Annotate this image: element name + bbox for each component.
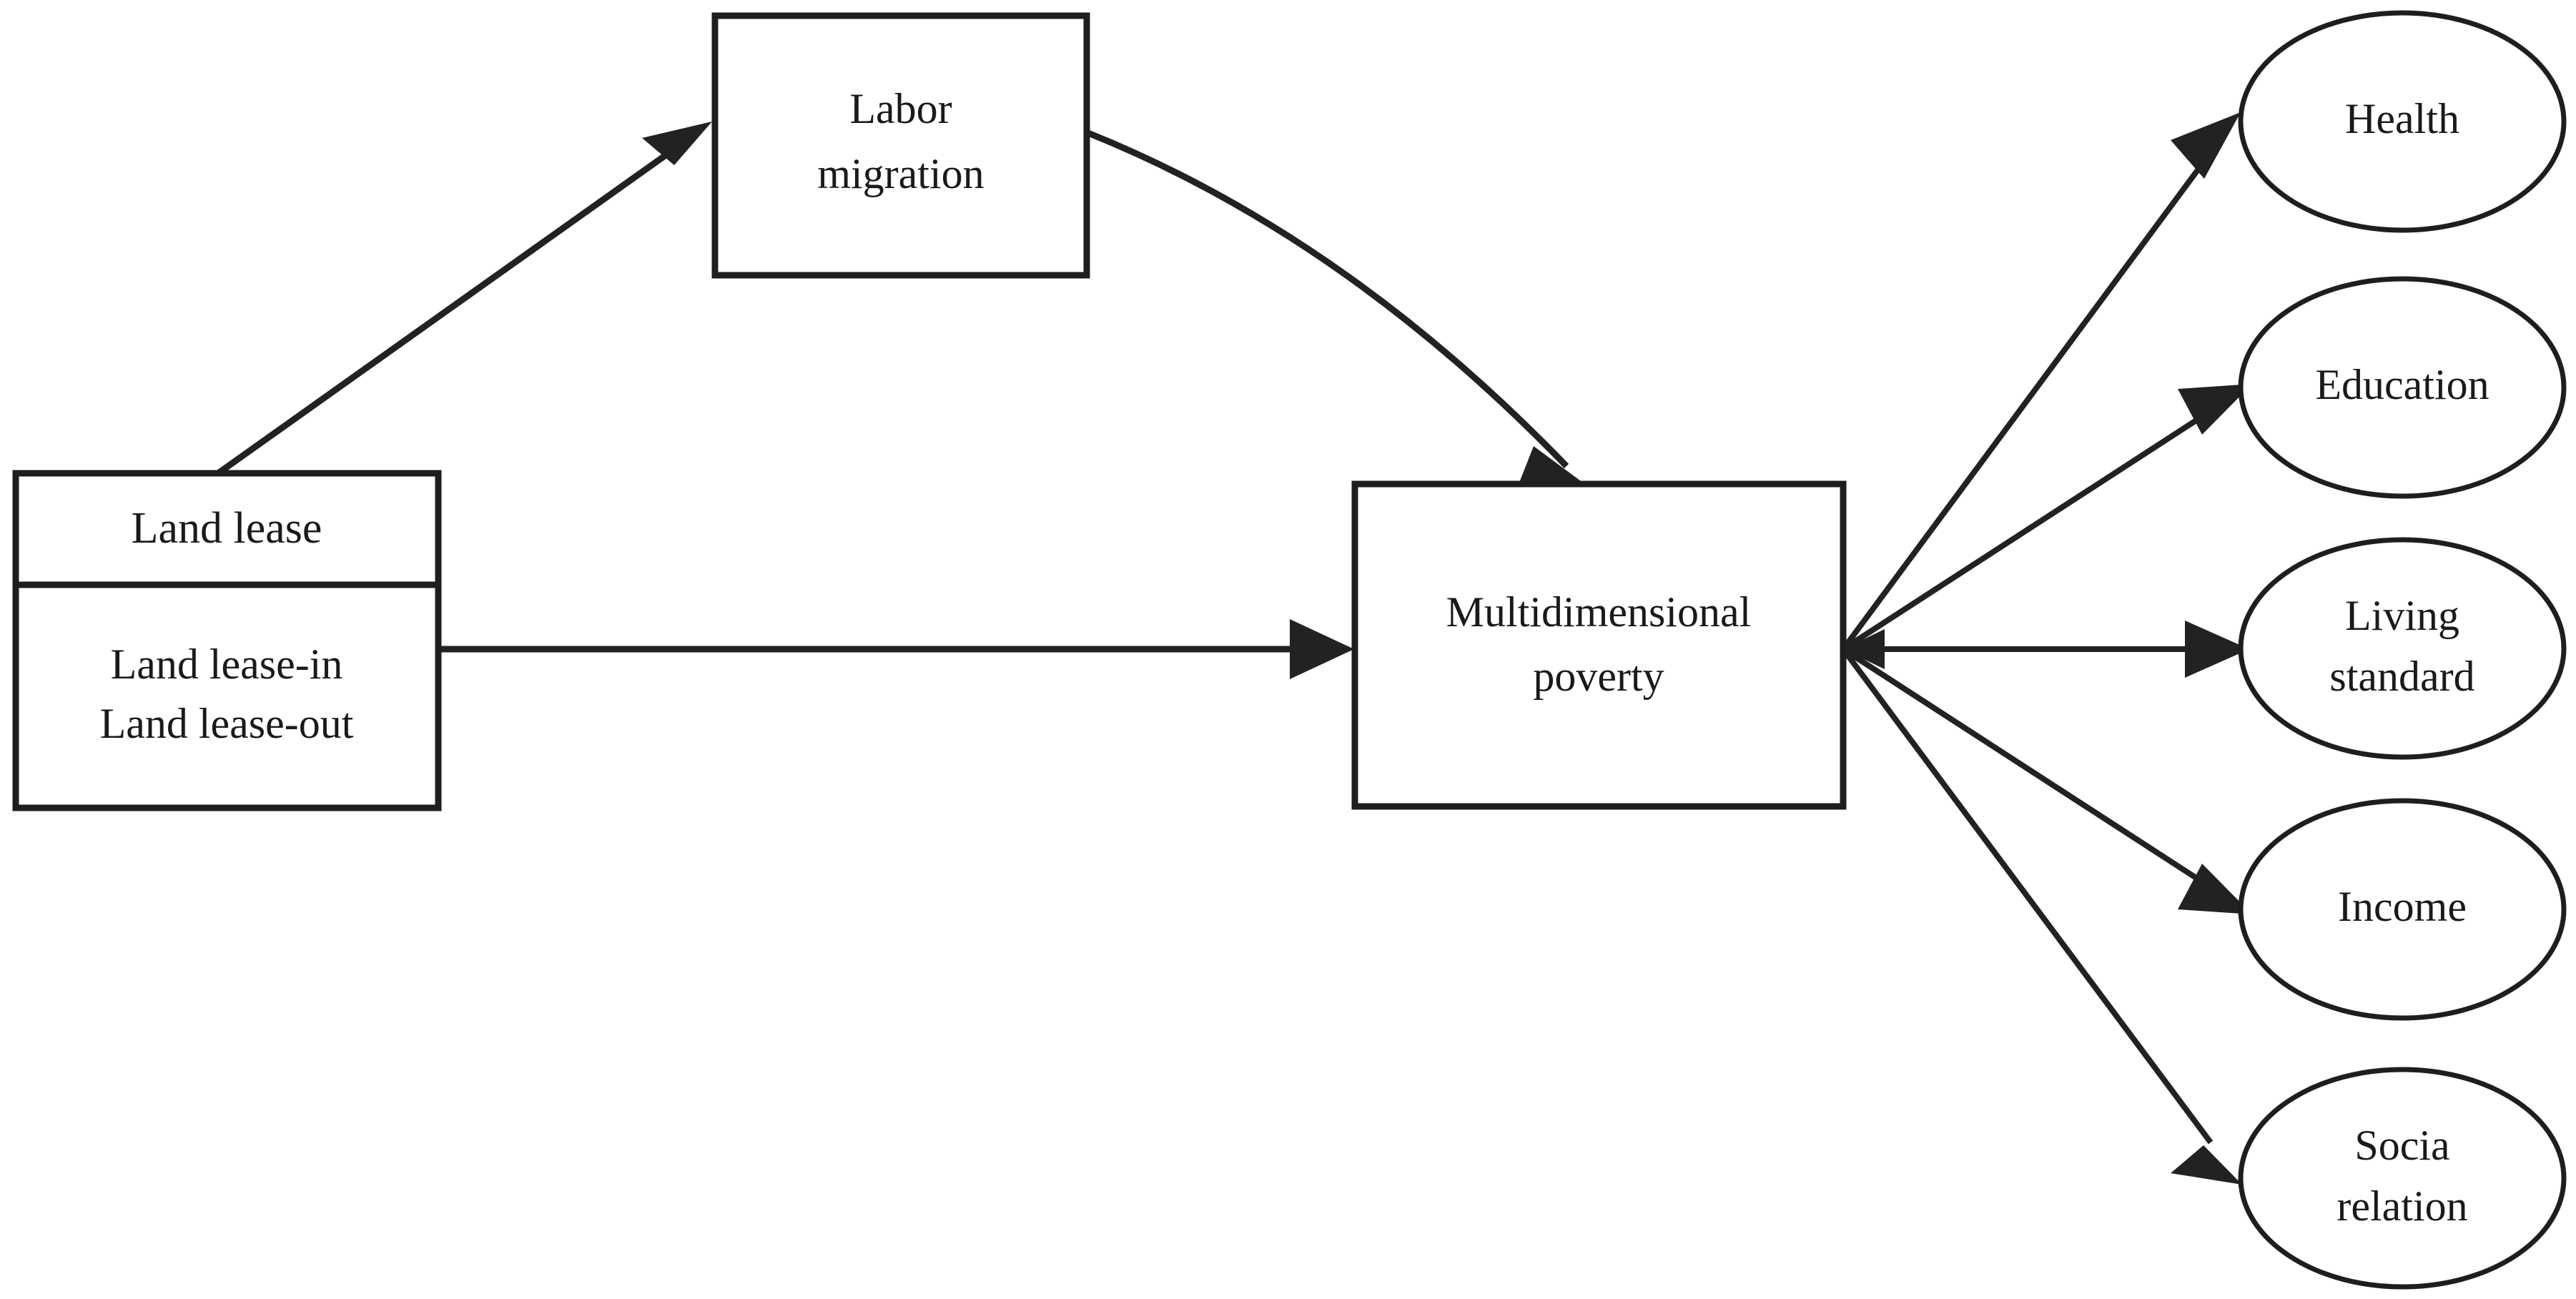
node-outcome-health-line-1: Health [2345, 95, 2459, 142]
node-labor-migration[interactable]: Labor migration [711, 12, 1090, 279]
edge-land-lease-to-multidimensional-poverty [440, 619, 1354, 679]
node-outcome-living-standard-line-1: Living [2345, 592, 2459, 639]
node-outcome-socia-relation-line-2: relation [2336, 1182, 2467, 1230]
edge-multidimensional-poverty-to-outcome-education [1841, 384, 2252, 652]
edge-multidimensional-poverty-to-outcome-living-standard [1843, 621, 2249, 678]
edge-multidimensional-poverty-to-outcome-health [1840, 112, 2241, 651]
edge-multidimensional-poverty-to-outcome-socia-relation [1840, 647, 2242, 1185]
node-outcome-socia-relation-line-1: Socia [2354, 1122, 2449, 1169]
node-outcome-income[interactable]: Income [2238, 798, 2567, 1021]
edge-labor-migration-to-multidimensional-poverty [1087, 129, 1592, 489]
node-land-lease[interactable]: Land lease Land lease-in Land lease-out [12, 470, 442, 811]
node-outcome-health[interactable]: Health [2238, 10, 2567, 233]
edge-land-lease-to-labor-migration [216, 122, 712, 476]
node-multidimensional-poverty[interactable]: Multidimensional poverty [1351, 480, 1847, 810]
node-outcome-living-standard[interactable]: Living standard [2238, 537, 2567, 760]
node-land-lease-header-label: Land lease [132, 504, 322, 553]
node-labor-migration-line-1: Labor [849, 85, 952, 132]
node-outcome-living-standard-line-2: standard [2329, 653, 2474, 700]
node-multidimensional-poverty-line-1: Multidimensional [1446, 588, 1752, 636]
node-labor-migration-line-2: migration [817, 150, 984, 197]
node-land-lease-line-1: Land lease-in [111, 641, 343, 688]
edge-hub-marker [1843, 629, 1885, 669]
node-multidimensional-poverty-line-2: poverty [1533, 653, 1664, 700]
node-outcome-income-line-1: Income [2338, 883, 2467, 930]
node-outcome-education[interactable]: Education [2238, 276, 2567, 499]
node-land-lease-line-2: Land lease-out [100, 700, 354, 747]
edge-multidimensional-poverty-to-outcome-income [1841, 646, 2252, 914]
node-outcome-socia-relation[interactable]: Socia relation [2238, 1067, 2567, 1290]
node-outcome-education-line-1: Education [2315, 361, 2489, 408]
